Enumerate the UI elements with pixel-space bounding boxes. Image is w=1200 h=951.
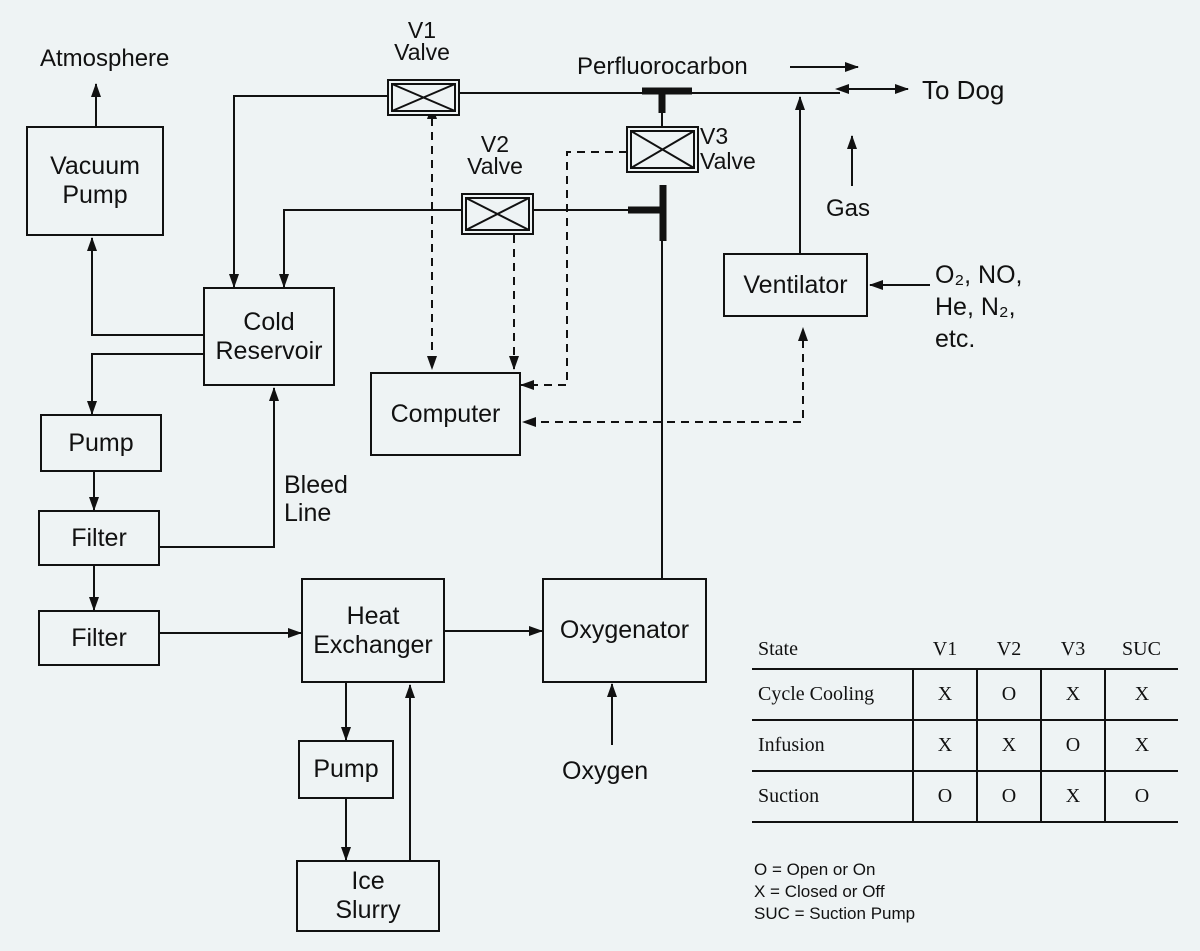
- v1-valve-symbol: [387, 79, 460, 116]
- table-header-cell: SUC: [1105, 630, 1178, 670]
- table-row: Cycle Cooling X O X X: [752, 669, 1178, 721]
- v3-valve-label: V3 Valve: [700, 123, 756, 175]
- gas-label: Gas: [826, 195, 871, 222]
- gases-label-line2: He, N₂,: [935, 293, 1016, 321]
- v2-valve-symbol: [461, 193, 534, 235]
- cold-reservoir-block: Cold Reservoir: [203, 287, 335, 386]
- table-header-cell: V1: [913, 630, 977, 670]
- table-cell: Cycle Cooling: [752, 669, 913, 721]
- reservoir-to-pump-line: [87, 353, 203, 415]
- bleed-line: [160, 387, 279, 548]
- table-cell: X: [912, 720, 977, 772]
- valve-state-table: State V1 V2 V3 SUC Cycle Cooling X O X X…: [752, 630, 1178, 823]
- table-cell: X: [912, 669, 977, 721]
- table-cell: X: [1104, 669, 1178, 721]
- table-header-cell: V2: [977, 630, 1041, 670]
- table-cell: O: [976, 669, 1041, 721]
- v2-to-reservoir-line: [279, 209, 462, 288]
- legend-closed: X = Closed or Off: [754, 882, 885, 901]
- ventilator-block: Ventilator: [723, 253, 868, 317]
- oxygen-label: Oxygen: [562, 757, 649, 785]
- atmosphere-label: Atmosphere: [40, 45, 170, 72]
- v1-valve-label: V1 Valve: [394, 17, 450, 65]
- computer-block: Computer: [370, 372, 521, 456]
- reservoir-to-vacuum-line: [87, 237, 203, 336]
- table-row: Infusion X X O X: [752, 720, 1178, 772]
- heat-exchanger-block: Heat Exchanger: [301, 578, 445, 683]
- legend-open: O = Open or On: [754, 860, 876, 879]
- table-row: Suction O O X O: [752, 771, 1178, 823]
- ventilator-computer-control-line: [522, 327, 808, 427]
- table-cell: X: [1104, 720, 1178, 772]
- filter-block-2: Filter: [38, 610, 160, 666]
- v3-valve-symbol: [626, 126, 699, 173]
- table-header-row: State V1 V2 V3 SUC: [752, 630, 1178, 670]
- v1-to-reservoir-line: [229, 95, 387, 288]
- table-cell: X: [976, 720, 1041, 772]
- legend-suction: SUC = Suction Pump: [754, 904, 916, 923]
- v2-valve-label: V2 Valve: [467, 131, 523, 179]
- gases-label-line1: O₂, NO,: [935, 261, 1023, 289]
- pump-block: Pump: [40, 414, 162, 472]
- pump-block-2: Pump: [298, 740, 394, 799]
- to-dog-label: To Dog: [922, 75, 1005, 105]
- table-cell: X: [1040, 771, 1105, 823]
- table-header-cell: State: [752, 630, 913, 670]
- v3-computer-control-line: [520, 151, 627, 390]
- table-cell: O: [976, 771, 1041, 823]
- table-header-cell: V3: [1041, 630, 1105, 670]
- table-cell: Infusion: [752, 720, 913, 772]
- gases-label-line3: etc.: [935, 325, 976, 353]
- vacuum-pump-block: Vacuum Pump: [26, 126, 164, 236]
- perfluorocarbon-label: Perfluorocarbon: [577, 53, 748, 80]
- table-cell: Suction: [752, 771, 913, 823]
- table-cell: O: [912, 771, 977, 823]
- table-cell: O: [1040, 720, 1105, 772]
- table-cell: X: [1040, 669, 1105, 721]
- ice-slurry-block: Ice Slurry: [296, 860, 440, 932]
- table-cell: O: [1104, 771, 1178, 823]
- bleed-line-label: Bleed Line: [284, 471, 348, 527]
- oxygenator-block: Oxygenator: [542, 578, 707, 683]
- filter-block: Filter: [38, 510, 160, 566]
